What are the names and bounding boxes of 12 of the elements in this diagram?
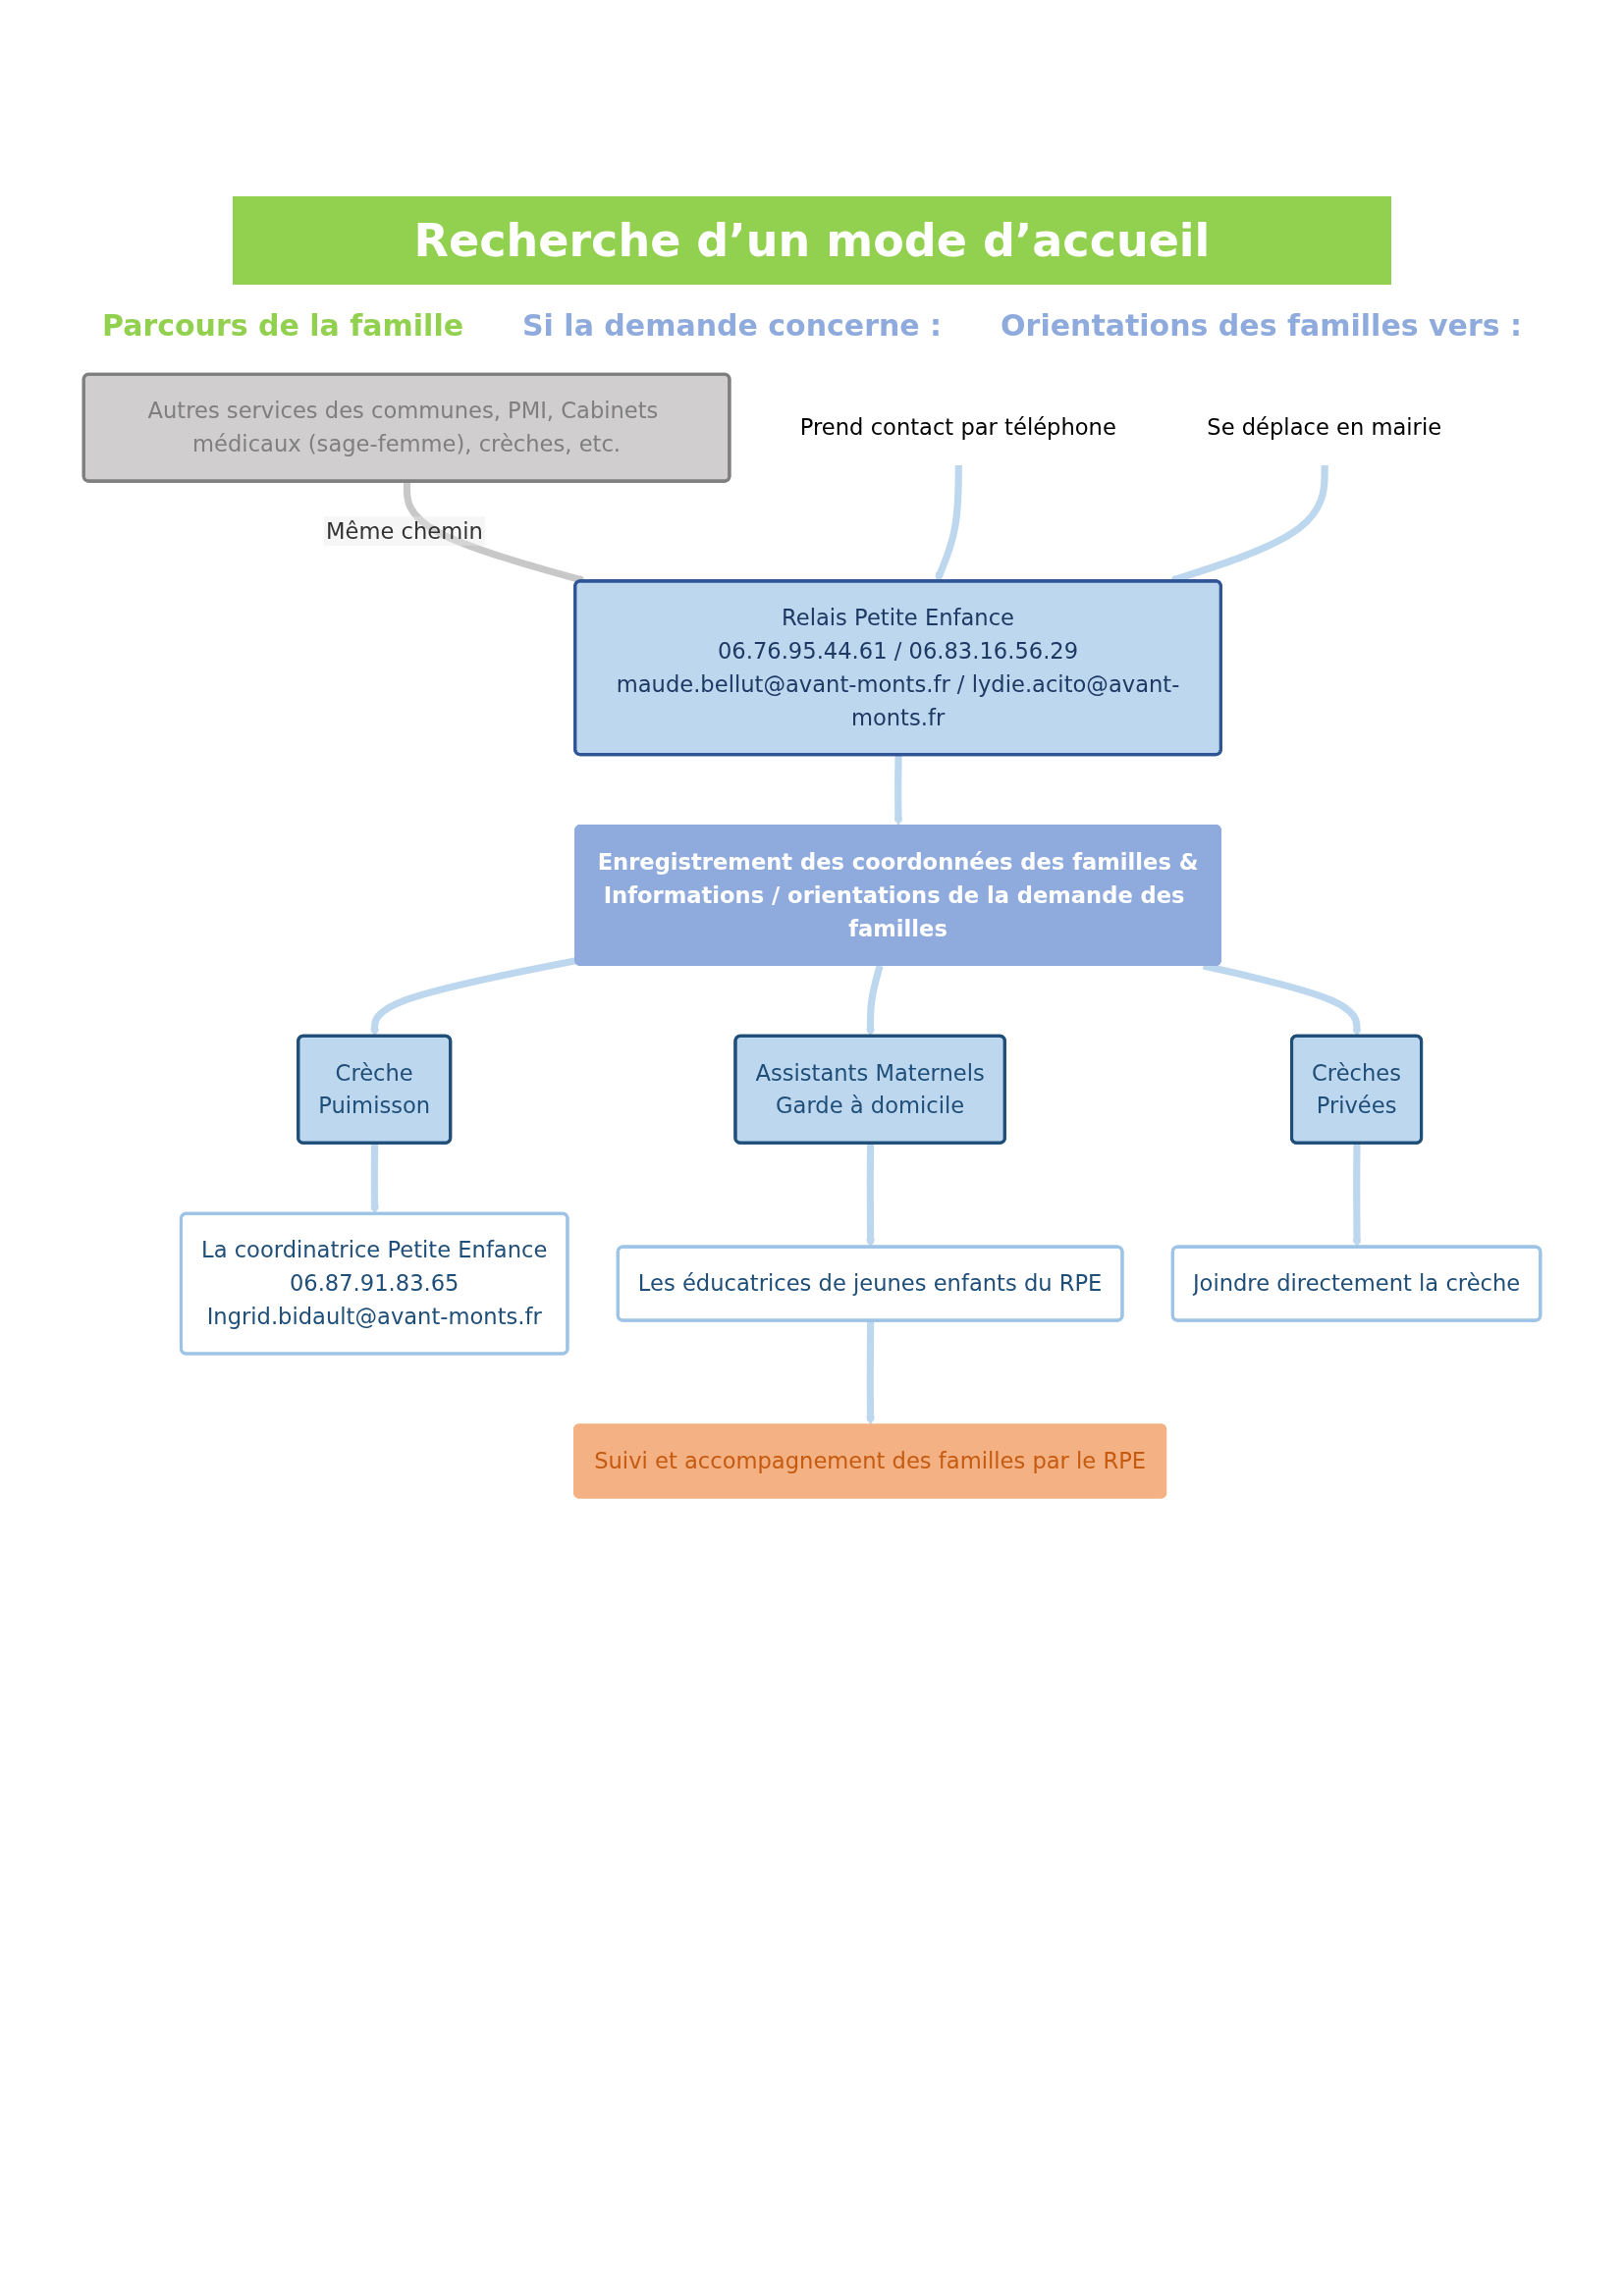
section-heading: Orientations des familles vers : (1001, 308, 1523, 343)
title-banner: Recherche d’un mode d’accueil (233, 196, 1391, 285)
section-heading: Si la demande concerne : (522, 308, 943, 343)
edge-label: Même chemin (326, 517, 483, 544)
arrow (866, 1143, 876, 1248)
node-text: Se déplace en mairie (1207, 414, 1442, 441)
node-text: Prend contact par téléphone (799, 414, 1116, 441)
arrow (935, 464, 962, 582)
arrow (866, 1320, 876, 1425)
arrow (1352, 1143, 1362, 1248)
section-heading: Parcours de la famille (101, 308, 463, 343)
arrow (893, 755, 903, 827)
